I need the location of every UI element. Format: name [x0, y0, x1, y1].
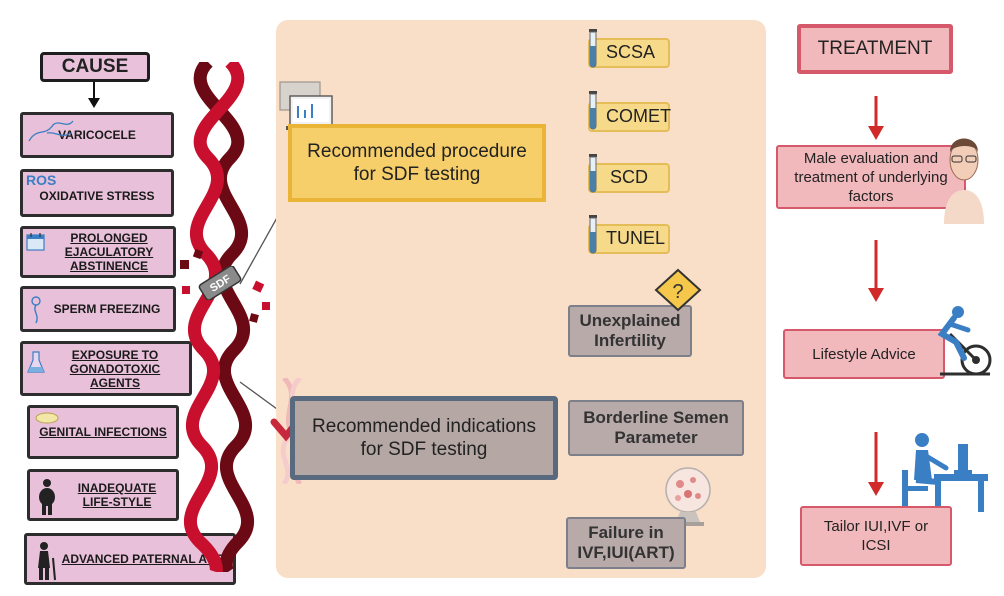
- dna-fragment: [192, 248, 204, 260]
- dna-strand-dark: [193, 62, 255, 572]
- treatment-step-label-1: Male evaluation and treatment of underly…: [794, 149, 948, 205]
- cause-header: CAUSE: [40, 52, 150, 82]
- treatment-header: TREATMENT: [797, 24, 953, 74]
- method-comet: COMET: [588, 102, 671, 132]
- person-overweight-icon: [39, 479, 55, 515]
- cause-label-varicocele: VARICOCELE: [58, 128, 136, 142]
- cause-label-prolonged-abstinence: PROLONGED EJACULATORY ABSTINENCE: [64, 231, 154, 273]
- person-at-desk-icon: [902, 433, 988, 512]
- question-warning-icon: ?: [654, 268, 702, 312]
- cause-sperm-freezing: SPERM FREEZING: [20, 286, 176, 332]
- indication-label-unexplained: Unexplained Infertility: [579, 311, 681, 350]
- test-tube-icon: [589, 29, 597, 68]
- cause-inadequate-lifestyle: INADEQUATE LIFE-STYLE: [27, 469, 179, 521]
- computer-lab-icon: [279, 81, 336, 130]
- dna-fragment: [249, 313, 259, 323]
- indications-box: Recommended indications for SDF testing: [290, 396, 558, 480]
- treatment-arrow-3: [868, 432, 884, 496]
- method-label-comet: COMET: [606, 106, 671, 126]
- procedure-label: Recommended procedure for SDF testing: [307, 141, 527, 185]
- cause-genital-infections: GENITAL INFECTIONS: [27, 405, 179, 459]
- test-tube-icon: [589, 91, 597, 130]
- dna-fragment: [252, 280, 265, 293]
- cause-gonadotoxic-agents: EXPOSURE TO GONADOTOXIC AGENTS: [20, 341, 192, 396]
- cause-label-advanced-paternal-age: ADVANCED PATERNAL AGE: [61, 552, 225, 566]
- indication-label-failure: Failure in IVF,IUI(ART): [577, 523, 675, 562]
- treatment-arrow-1: [868, 96, 884, 140]
- ros-tag: ROS: [26, 172, 57, 188]
- calendar-icon: [26, 233, 45, 251]
- cause-label-inadequate-lifestyle: INADEQUATE LIFE-STYLE: [77, 481, 157, 509]
- indications-label: Recommended indications for SDF testing: [312, 416, 536, 460]
- cause-varicocele: VARICOCELE: [20, 112, 174, 158]
- sperm-icon: [31, 296, 41, 324]
- indication-unexplained-infertility: Unexplained Infertility: [568, 305, 692, 357]
- treatment-step-lifestyle: Lifestyle Advice: [783, 329, 945, 379]
- treatment-step-label-3: Tailor IUI,IVF or ICSI: [823, 518, 929, 554]
- petri-dish-icon: [35, 412, 59, 424]
- dna-helix: [180, 62, 270, 572]
- dna-fragment: [182, 286, 190, 294]
- doctor-icon: [944, 138, 984, 224]
- test-tube-icon: [589, 215, 597, 254]
- cause-label-sperm-freezing: SPERM FREEZING: [53, 302, 161, 316]
- indication-label-borderline: Borderline Semen Parameter: [583, 408, 729, 447]
- dna-fragment: [262, 302, 270, 310]
- treatment-step-label-2: Lifestyle Advice: [812, 345, 916, 363]
- treatment-arrow-2: [868, 240, 884, 302]
- cause-down-arrow: [88, 82, 100, 108]
- cause-prolonged-abstinence: PROLONGED EJACULATORY ABSTINENCE: [20, 226, 176, 278]
- sdf-tag: SDF: [198, 266, 242, 300]
- microscope-lens-icon: [665, 467, 711, 526]
- method-label-tunel: TUNEL: [606, 228, 666, 248]
- test-tube-icon: [589, 154, 597, 193]
- indication-borderline-semen: Borderline Semen Parameter: [568, 400, 744, 456]
- method-label-scsa: SCSA: [606, 42, 656, 62]
- procedure-box: Recommended procedure for SDF testing: [288, 124, 546, 202]
- treatment-step-evaluation: Male evaluation and treatment of underly…: [776, 145, 966, 209]
- indication-failure-art: Failure in IVF,IUI(ART): [566, 517, 686, 569]
- treatment-step-tailor: Tailor IUI,IVF or ICSI: [800, 506, 952, 566]
- method-scd: SCD: [588, 163, 670, 193]
- cause-label-genital-infections: GENITAL INFECTIONS: [39, 425, 167, 439]
- exercise-bike-icon: [937, 306, 992, 376]
- method-label-scd: SCD: [610, 167, 649, 187]
- method-scsa: SCSA: [588, 38, 670, 68]
- cause-label-gonadotoxic-agents: EXPOSURE TO GONADOTOXIC AGENTS: [69, 347, 161, 390]
- dna-strand-red: [183, 62, 245, 572]
- elderly-person-icon: [38, 542, 56, 581]
- method-tunel: TUNEL: [588, 224, 670, 254]
- varicocele-icon: [28, 120, 74, 142]
- cause-label-oxidative-stress: OXIDATIVE STRESS: [39, 189, 155, 203]
- cause-oxidative-stress: ROS OXIDATIVE STRESS: [20, 169, 174, 217]
- dna-fragment: [180, 260, 189, 269]
- svg-text:?: ?: [672, 281, 683, 303]
- flask-icon: [27, 351, 45, 373]
